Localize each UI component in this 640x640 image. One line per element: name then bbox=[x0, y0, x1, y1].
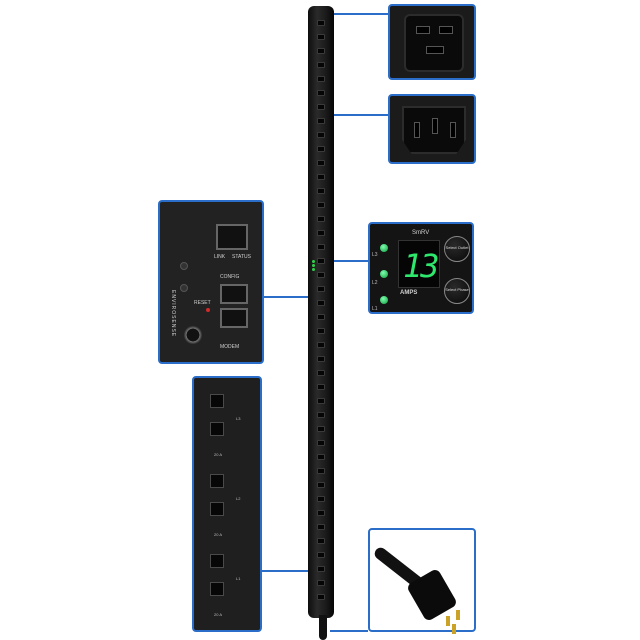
power-cord bbox=[319, 615, 327, 640]
reset-label: RESET bbox=[194, 300, 211, 306]
amp-reading: 13 bbox=[403, 247, 440, 285]
config-port[interactable] bbox=[220, 284, 248, 304]
pdu-outlet-icon bbox=[317, 174, 325, 180]
pdu-outlet-icon bbox=[317, 552, 325, 558]
pdu-outlet-icon bbox=[317, 118, 325, 124]
pdu-outlet-icon bbox=[317, 188, 325, 194]
link-label: LINK bbox=[214, 254, 226, 260]
config-label: CONFIG bbox=[220, 274, 240, 280]
bank-label: L1 bbox=[236, 576, 241, 581]
outlet-socket-icon bbox=[210, 422, 224, 436]
pdu-outlet-icon bbox=[317, 440, 325, 446]
pdu-outlet-icon bbox=[317, 146, 325, 152]
c19-socket-icon bbox=[404, 14, 464, 72]
screw-icon bbox=[180, 262, 188, 270]
bank-rating: 20 A bbox=[214, 452, 223, 457]
pdu-outlet-icon bbox=[317, 482, 325, 488]
connector-line-c19 bbox=[330, 13, 388, 15]
pdu-outlet-icon bbox=[317, 90, 325, 96]
outlet-socket-icon bbox=[210, 582, 224, 596]
envirosense-label: ENVIROSENSE bbox=[170, 290, 176, 338]
amp-display: 13 bbox=[398, 240, 440, 288]
reset-led bbox=[206, 308, 210, 312]
pdu-outlet-icon bbox=[317, 286, 325, 292]
envirosense-port[interactable] bbox=[182, 324, 204, 346]
pdu-outlet-icon bbox=[317, 370, 325, 376]
phase-l3-label: L3 bbox=[372, 252, 378, 258]
outlet-socket-icon bbox=[210, 474, 224, 488]
connector-line-plug bbox=[330, 630, 368, 632]
bank-label: L3 bbox=[236, 416, 241, 421]
pdu-outlet-icon bbox=[317, 76, 325, 82]
pdu-outlet-icon bbox=[317, 314, 325, 320]
phase-l3-led bbox=[380, 244, 388, 252]
pdu-outlet-icon bbox=[317, 412, 325, 418]
pdu-outlet-icon bbox=[317, 62, 325, 68]
pdu-outlet-icon bbox=[317, 356, 325, 362]
pdu-outlet-icon bbox=[317, 384, 325, 390]
pdu-outlet-icon bbox=[317, 216, 325, 222]
pdu-outlet-icon bbox=[317, 398, 325, 404]
outlet-bank-panel: L3 20 A L2 20 A L1 20 A bbox=[192, 376, 262, 632]
pdu-outlet-icon bbox=[317, 272, 325, 278]
bank-rating: 20 A bbox=[214, 612, 223, 617]
connector-line-c13 bbox=[330, 114, 388, 116]
screw-icon bbox=[180, 284, 188, 292]
pdu-outlet-icon bbox=[317, 48, 325, 54]
pdu-outlet-icon bbox=[317, 580, 325, 586]
pdu-outlet-icon bbox=[317, 132, 325, 138]
phase-l1-led bbox=[380, 296, 388, 304]
l21-plug-callout bbox=[368, 528, 476, 634]
select-outlet-button[interactable]: Select Outlet bbox=[444, 236, 470, 262]
pdu-outlet-icon bbox=[317, 496, 325, 502]
pdu-outlet-icon bbox=[317, 34, 325, 40]
pdu-outlet-icon bbox=[317, 454, 325, 460]
meter-brand: SmRV bbox=[412, 230, 430, 236]
pdu-outlet-icon bbox=[317, 300, 325, 306]
outlet-socket-icon bbox=[210, 502, 224, 516]
pdu-outlet-icon bbox=[317, 230, 325, 236]
bank-rating: 20 A bbox=[214, 532, 223, 537]
bank-label: L2 bbox=[236, 496, 241, 501]
phase-l2-led bbox=[380, 270, 388, 278]
pdu-outlet-icon bbox=[317, 566, 325, 572]
pdu-outlet-icon bbox=[317, 510, 325, 516]
pdu-outlet-icon bbox=[317, 468, 325, 474]
pdu-strip bbox=[308, 6, 334, 618]
network-panel: LINK STATUS CONFIG MODEM RESET bbox=[158, 200, 264, 364]
pdu-outlet-icon bbox=[317, 328, 325, 334]
outlet-socket-icon bbox=[210, 394, 224, 408]
phase-l2-label: L2 bbox=[372, 280, 378, 286]
connector-line-outlets bbox=[262, 570, 310, 572]
status-label: STATUS bbox=[232, 254, 251, 260]
pdu-outlet-icon bbox=[317, 594, 325, 600]
pdu-outlet-icon bbox=[317, 524, 325, 530]
pdu-outlet-icon bbox=[317, 538, 325, 544]
modem-label: MODEM bbox=[220, 344, 240, 350]
pdu-outlet-icon bbox=[317, 104, 325, 110]
phase-l1-label: L1 bbox=[372, 306, 378, 312]
digital-meter-panel: SmRV 13 AMPS Select Outlet Select Phase … bbox=[368, 222, 474, 314]
pdu-outlet-icon bbox=[317, 244, 325, 250]
pdu-outlet-icon bbox=[317, 20, 325, 26]
pdu-outlet-icon bbox=[317, 426, 325, 432]
c13-outlet-callout bbox=[388, 94, 476, 164]
amp-unit: AMPS bbox=[400, 290, 418, 296]
c13-socket-icon bbox=[402, 106, 466, 154]
pdu-led bbox=[312, 260, 315, 263]
pdu-outlet-icon bbox=[317, 202, 325, 208]
select-phase-button[interactable]: Select Phase bbox=[444, 278, 470, 304]
connector-line-meter bbox=[330, 260, 368, 262]
connector-line-network bbox=[264, 296, 310, 298]
pdu-outlet-icon bbox=[317, 160, 325, 166]
pdu-led bbox=[312, 268, 315, 271]
pdu-outlet-icon bbox=[317, 258, 325, 264]
modem-port[interactable] bbox=[220, 308, 248, 328]
outlet-socket-icon bbox=[210, 554, 224, 568]
pdu-outlet-icon bbox=[317, 342, 325, 348]
c19-outlet-callout bbox=[388, 4, 476, 80]
pdu-led bbox=[312, 264, 315, 267]
ethernet-port[interactable] bbox=[216, 224, 248, 250]
